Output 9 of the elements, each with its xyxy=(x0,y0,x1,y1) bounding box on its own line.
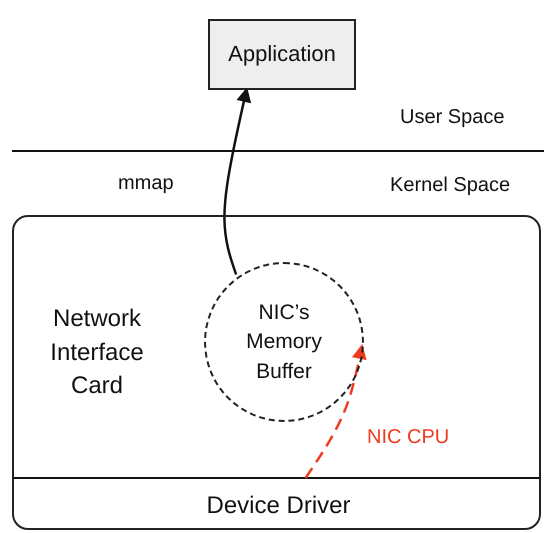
node-label: Network Interface Card xyxy=(49,304,145,402)
arrow xyxy=(304,344,367,479)
process-box xyxy=(208,19,356,90)
region-label: User Space xyxy=(400,106,504,129)
node-label: NIC’s Memory Buffer xyxy=(245,300,323,385)
node-label: Application xyxy=(228,40,336,68)
buffer-circle xyxy=(204,262,364,422)
node-label: Device Driver xyxy=(206,491,351,522)
region-label: Kernel Space xyxy=(390,174,510,197)
